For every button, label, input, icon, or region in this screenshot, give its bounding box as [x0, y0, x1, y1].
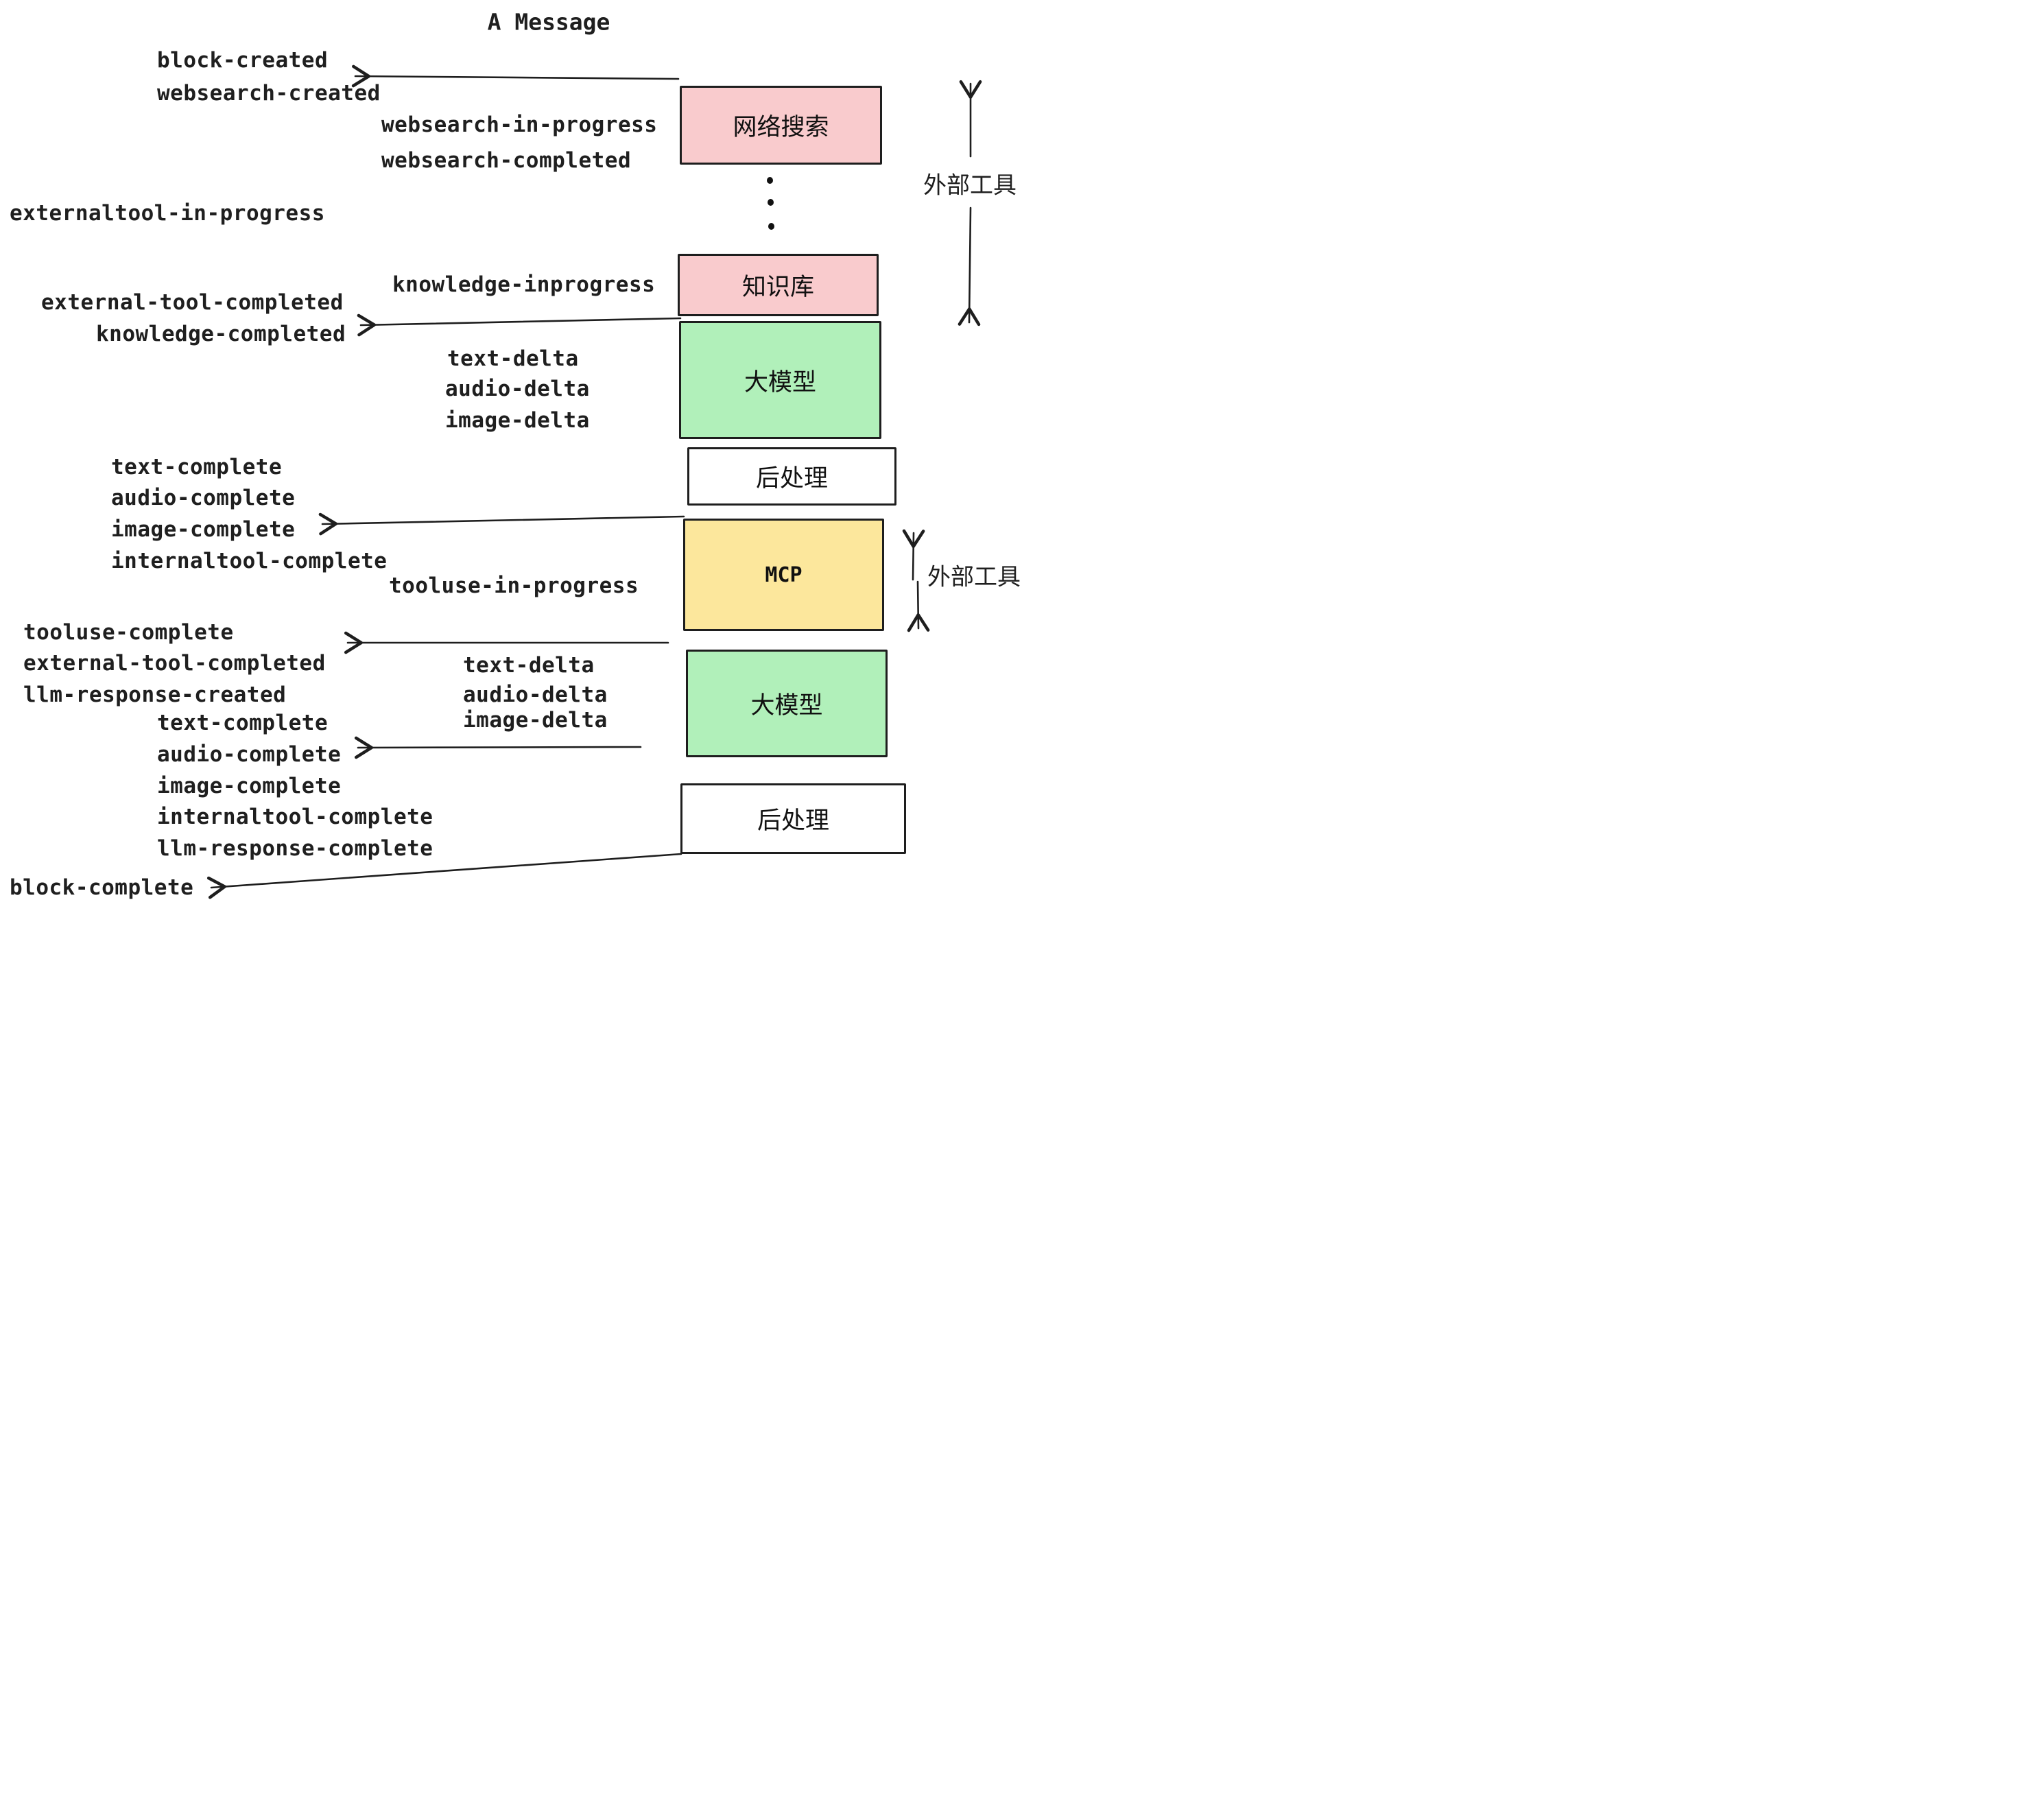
event-audio-complete-1: audio-complete	[111, 486, 296, 510]
event-internaltool-complete-1: internaltool-complete	[111, 549, 388, 573]
ellipsis-dot	[767, 177, 773, 184]
event-tooluse-in-progress: tooluse-in-progress	[389, 573, 639, 598]
event-text-complete-1: text-complete	[111, 455, 283, 479]
event-websearch-completed: websearch-completed	[381, 148, 632, 173]
arrow-knowledge-completed	[357, 313, 682, 337]
event-llm-response-complete: llm-response-complete	[157, 836, 433, 861]
event-text-delta-2: text-delta	[463, 653, 595, 678]
box-mcp-label: MCP	[765, 562, 803, 587]
event-text-delta-1: text-delta	[447, 346, 579, 371]
event-audio-complete-2: audio-complete	[157, 742, 342, 767]
event-external-tool-completed-2: external-tool-completed	[23, 651, 326, 676]
ellipsis-dot	[768, 223, 774, 230]
arrow-websearch-created	[351, 64, 680, 88]
event-knowledge-completed: knowledge-completed	[96, 322, 346, 346]
arrow-complete-group-2	[354, 736, 642, 759]
external-tools-label-top: 外部工具	[923, 171, 1017, 200]
event-llm-response-created: llm-response-created	[23, 683, 287, 707]
box-postprocess-2: 后处理	[680, 783, 906, 854]
event-websearch-in-progress: websearch-in-progress	[381, 112, 658, 137]
event-knowledge-inprogress: knowledge-inprogress	[392, 272, 656, 297]
box-llm-1: 大模型	[679, 321, 881, 439]
arrow-complete-group-1	[318, 512, 685, 536]
box-postprocess-1: 后处理	[687, 447, 896, 506]
arrow-external-tools-top-down	[958, 206, 981, 327]
diagram-title: A Message	[487, 8, 610, 36]
diagram-canvas: A Message	[0, 0, 1022, 902]
event-internaltool-complete-2: internaltool-complete	[157, 805, 433, 829]
event-image-delta-2: image-delta	[463, 708, 608, 733]
event-audio-delta-1: audio-delta	[445, 377, 590, 401]
event-tooluse-complete: tooluse-complete	[23, 620, 234, 645]
event-block-complete: block-complete	[10, 875, 194, 900]
box-knowledge: 知识库	[678, 254, 879, 316]
box-knowledge-label: 知识库	[741, 274, 814, 301]
event-image-complete-1: image-complete	[111, 517, 296, 542]
box-llm-1-label: 大模型	[744, 368, 816, 396]
event-external-tool-completed: external-tool-completed	[41, 290, 344, 315]
box-websearch: 网络搜索	[680, 86, 882, 165]
box-mcp: MCP	[683, 519, 884, 631]
box-postprocess-2-label: 后处理	[757, 807, 829, 835]
external-tools-label-bottom: 外部工具	[927, 563, 1021, 591]
event-text-complete-2: text-complete	[157, 711, 329, 735]
event-image-complete-2: image-complete	[157, 774, 342, 798]
event-image-delta-1: image-delta	[445, 408, 590, 433]
arrow-external-tools-bottom-up	[902, 529, 925, 581]
box-llm-2: 大模型	[686, 650, 888, 757]
event-websearch-created: websearch-created	[157, 81, 381, 106]
event-block-created: block-created	[157, 48, 329, 73]
box-postprocess-1-label: 后处理	[755, 465, 828, 492]
event-audio-delta-2: audio-delta	[463, 683, 608, 707]
box-websearch-label: 网络搜索	[733, 114, 829, 141]
event-externaltool-in-progress: externaltool-in-progress	[10, 201, 325, 226]
ellipsis-dot	[768, 199, 774, 206]
box-llm-2-label: 大模型	[750, 692, 823, 720]
